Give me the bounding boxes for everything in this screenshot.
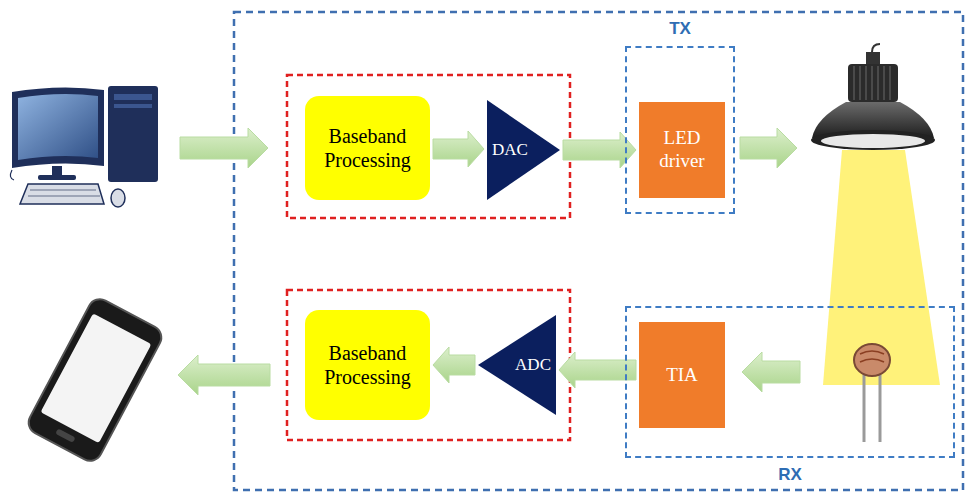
converter-triangle: DAC: [487, 100, 560, 200]
phone-body: [24, 295, 165, 465]
node-label: LED driver: [647, 127, 717, 173]
node-label: ADC: [515, 355, 551, 375]
flow-arrow: [742, 352, 800, 392]
group-label: RX: [627, 465, 953, 485]
node-label: TIA: [666, 364, 698, 387]
cooling-fins: [854, 66, 890, 100]
monitor-stand: [52, 166, 62, 176]
sensor-head: [854, 344, 890, 376]
process-box: Baseband Processing: [305, 310, 430, 420]
triangle-fill: [478, 315, 556, 415]
transmitter-group: LED driverTX: [625, 46, 735, 214]
monitor-base: [38, 175, 76, 180]
processing-group: [287, 75, 570, 218]
node-label: DAC: [492, 140, 528, 160]
driver-box: LED driver: [639, 102, 725, 198]
cable: [10, 170, 14, 180]
triangle-fill: [487, 100, 560, 200]
process-box: Baseband Processing: [305, 96, 430, 200]
computer-icon: [10, 86, 158, 207]
system-border: [234, 12, 963, 490]
phone-screen: [41, 313, 152, 443]
converter-triangle: ADC: [478, 315, 556, 415]
signal-arrow: [433, 131, 484, 167]
sensor-track: [860, 351, 884, 362]
mouse: [111, 189, 125, 207]
keyboard-keys: [28, 190, 100, 196]
photodetector: [854, 344, 890, 442]
lamp-hook: [872, 44, 880, 52]
tower-bay: [114, 94, 152, 100]
flow-arrow: [740, 128, 797, 168]
tower-bay: [114, 104, 152, 108]
sensor-lead: [879, 372, 882, 442]
processing-group: [287, 290, 570, 440]
computer-tower: [108, 86, 158, 182]
phone-icon: [24, 295, 165, 465]
flow-arrow: [180, 128, 268, 168]
lamp-housing: [848, 64, 898, 102]
amplifier-box: TIA: [639, 322, 725, 428]
led-lamp: [811, 44, 935, 150]
receiver-group: TIARX: [625, 306, 955, 458]
signal-arrow: [433, 347, 475, 383]
sensor-lead: [863, 372, 866, 442]
lamp-rim: [811, 130, 935, 150]
monitor-screen: [18, 94, 98, 160]
lamp-emitter: [821, 134, 925, 148]
lamp-mount: [866, 52, 880, 64]
group-label: TX: [627, 19, 733, 39]
light-beam: [823, 150, 940, 385]
node-label: Baseband Processing: [313, 341, 422, 389]
flow-arrow: [178, 355, 270, 395]
keyboard: [20, 184, 104, 204]
phone-button: [55, 428, 75, 443]
node-label: Baseband Processing: [313, 124, 422, 172]
monitor-frame: [12, 87, 104, 168]
